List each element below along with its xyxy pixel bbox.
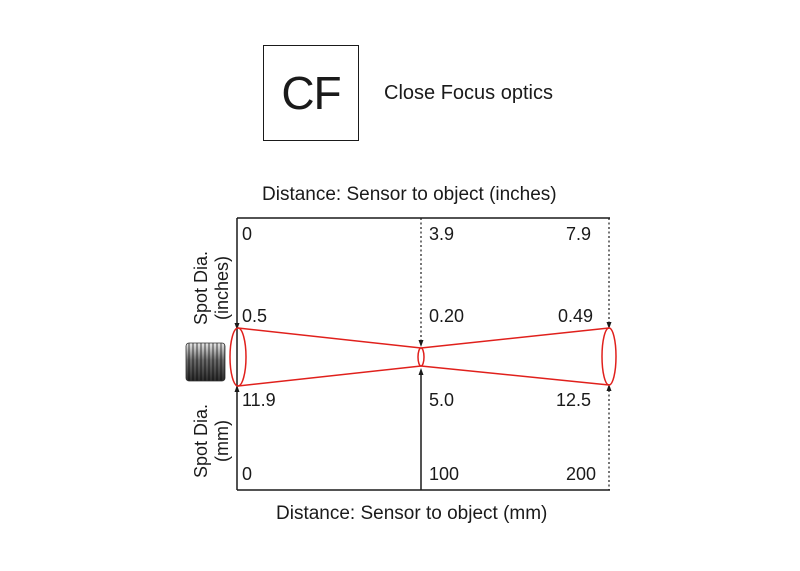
arrow-left-top [234, 323, 240, 330]
spot-inches-1: 0.20 [429, 306, 465, 326]
spot-dia-inches-line2: (inches) [212, 255, 232, 321]
spot-inches-0: 0.5 [242, 306, 268, 326]
bottom-axis-title: Distance: Sensor to object (mm) [276, 503, 548, 524]
beam-cone [229, 327, 617, 387]
cf-badge-text: CF [281, 67, 341, 119]
spot-mm-2: 12.5 [556, 390, 592, 410]
optics-description: Close Focus optics [384, 82, 553, 104]
spot-dia-mm-line2: (mm) [212, 420, 232, 462]
distance-mm-0: 0 [242, 464, 253, 484]
cf-badge: CF [263, 45, 359, 141]
distance-inches-0: 0 [242, 224, 253, 244]
distance-mm-2: 200 [566, 464, 597, 484]
arrow-left-bottom [234, 385, 240, 392]
sensor-icon [185, 342, 226, 382]
distance-mm-1: 100 [429, 464, 460, 484]
spot-mm-0: 11.9 [242, 390, 276, 410]
top-axis-title: Distance: Sensor to object (inches) [262, 184, 557, 205]
arrow-right-top [606, 322, 612, 329]
spot-dia-mm-line1: Spot Dia. [191, 403, 211, 479]
arrow-right-bottom [606, 384, 612, 391]
spot-inches-2: 0.49 [558, 306, 594, 326]
spot-dia-mm-label: Spot Dia. (mm) [191, 391, 235, 491]
spot-dia-inches-label: Spot Dia. (inches) [191, 238, 235, 338]
arrow-middle-top [418, 340, 424, 347]
arrow-middle-bottom [418, 368, 424, 375]
distance-inches-1: 3.9 [429, 224, 455, 244]
spot-mm-1: 5.0 [429, 390, 455, 410]
spot-dia-inches-line1: Spot Dia. [191, 250, 211, 326]
distance-inches-2: 7.9 [566, 224, 592, 244]
